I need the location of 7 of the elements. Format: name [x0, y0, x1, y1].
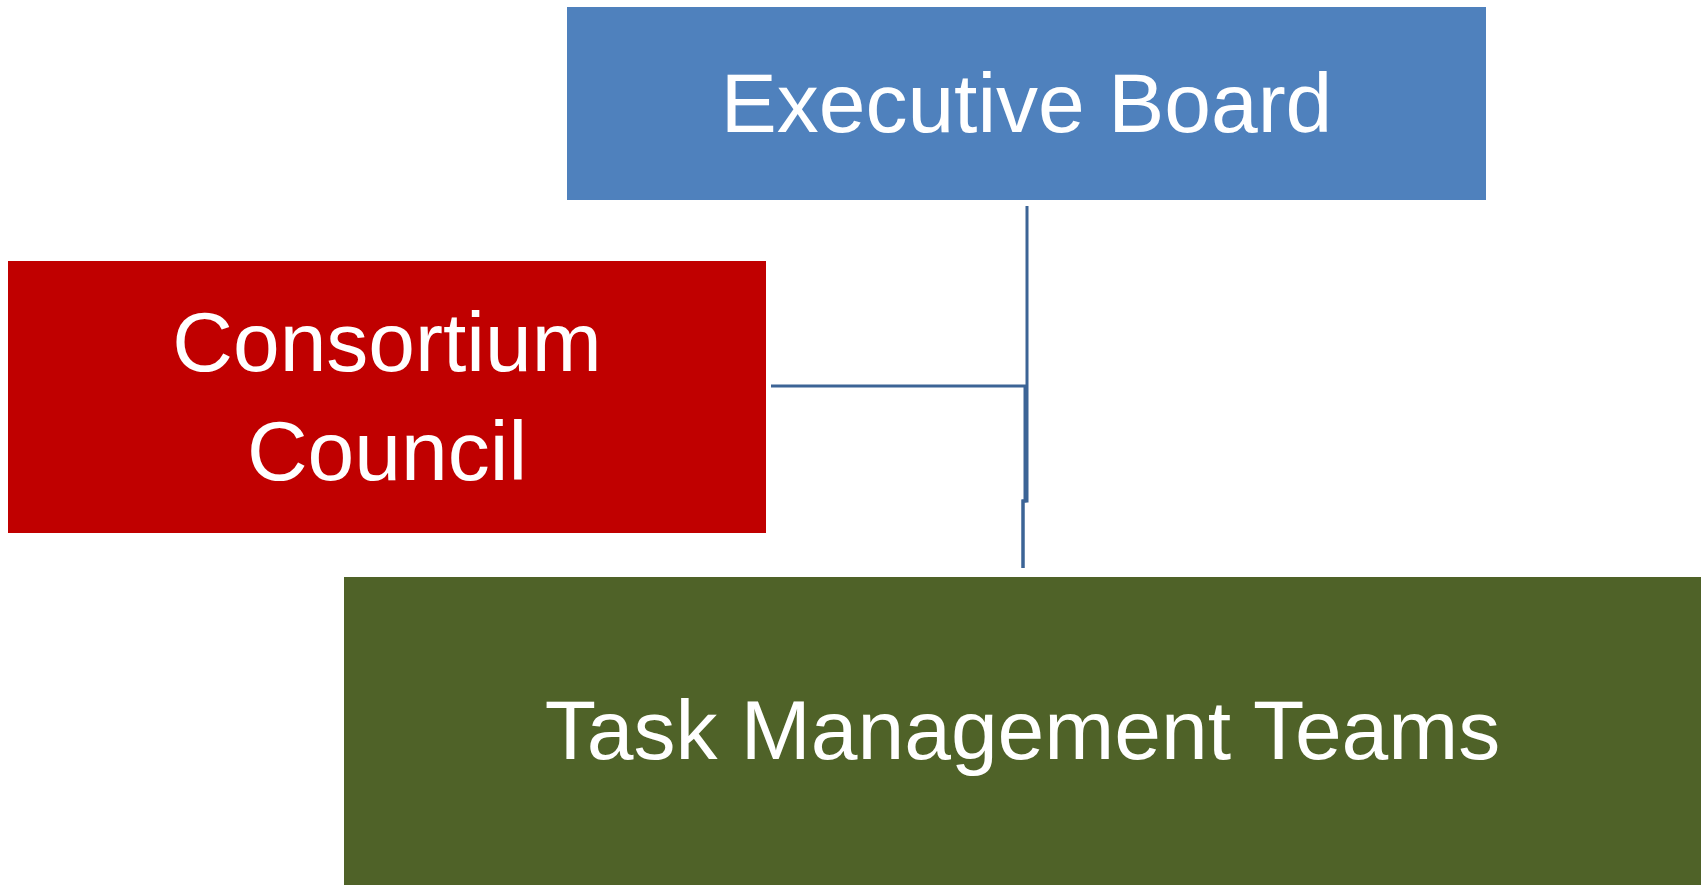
teams-box [344, 577, 1701, 885]
connector-line [771, 384, 1027, 568]
node-label: Executive Board [720, 55, 1333, 150]
node-label: Consortium Council [172, 294, 602, 498]
board-box [567, 7, 1486, 200]
node-label: Task Management Teams [544, 683, 1501, 778]
council-box [8, 261, 766, 533]
